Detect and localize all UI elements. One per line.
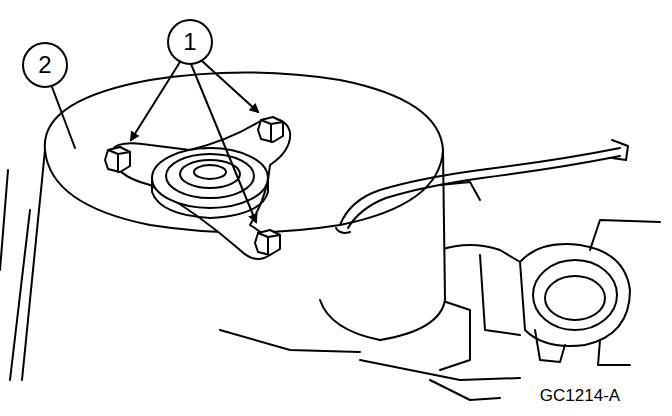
figure-code: GC1214-A: [505, 384, 655, 408]
callout-number: 2: [23, 43, 67, 87]
callout-number: 1: [168, 20, 212, 64]
